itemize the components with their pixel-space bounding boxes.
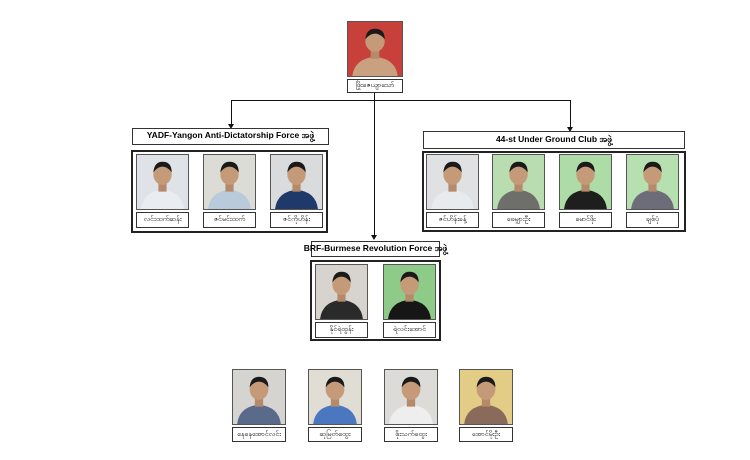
member-name-label: မောင်ဖိုး bbox=[559, 212, 612, 228]
member-name-label: ဆုမြတ်ထွေး bbox=[308, 427, 362, 442]
member-name-label: ဖေမျှားဦး bbox=[492, 212, 545, 228]
arrow-ugc bbox=[567, 127, 573, 132]
arrow-brf bbox=[371, 235, 377, 240]
other-member-card: နေနေအောင်လင်း bbox=[232, 369, 286, 442]
portrait-image bbox=[316, 265, 367, 319]
connector-left-down bbox=[231, 100, 232, 124]
portrait-image bbox=[384, 265, 435, 319]
portrait-image bbox=[348, 22, 402, 76]
portrait-image bbox=[427, 155, 478, 209]
portrait-image bbox=[309, 370, 361, 424]
other-member-card: ဆုမြတ်ထွေး bbox=[308, 369, 362, 442]
connector-center-down bbox=[374, 100, 375, 235]
member-photo bbox=[459, 369, 513, 425]
portrait-image bbox=[271, 155, 322, 209]
portrait-image bbox=[627, 155, 678, 209]
member-photo bbox=[136, 154, 189, 210]
other-member-card: ဖိုးသက်ထွေး bbox=[384, 369, 438, 442]
member-photo bbox=[203, 154, 256, 210]
leader-card: ဖြိုးဇေယျာသော် bbox=[347, 21, 403, 93]
leader-name-label: ဖြိုးဇေယျာသော် bbox=[347, 79, 403, 93]
member-card: ဖေမျှားဦး bbox=[492, 154, 545, 228]
member-photo bbox=[559, 154, 612, 210]
member-name-label: လင်းထက်ဆန်း bbox=[136, 212, 189, 228]
member-name-label: အောင်မိုးဦး bbox=[459, 427, 513, 442]
connector-right-down bbox=[570, 100, 571, 127]
member-name-label: ဇင်ကိုဟိန်း bbox=[270, 212, 323, 228]
member-photo bbox=[383, 264, 436, 320]
member-photo bbox=[270, 154, 323, 210]
member-card: လင်းထက်ဆန်း bbox=[136, 154, 189, 228]
other-member-card: အောင်မိုးဦး bbox=[459, 369, 513, 442]
member-photo bbox=[626, 154, 679, 210]
member-card: ဇင်ကိုဟိန်း bbox=[270, 154, 323, 228]
member-card: ချစ်ပုံ bbox=[626, 154, 679, 228]
member-photo bbox=[426, 154, 479, 210]
portrait-image bbox=[493, 155, 544, 209]
group-title-yadf: YADF-Yangon Anti-Dictatorship Force အဖွဲ… bbox=[132, 128, 329, 145]
group-title-brf: BRF-Burmese Revolution Force အဖွဲ့ bbox=[304, 241, 447, 257]
member-photo bbox=[492, 154, 545, 210]
portrait-image bbox=[233, 370, 285, 424]
portrait-image bbox=[560, 155, 611, 209]
member-photo bbox=[384, 369, 438, 425]
member-card: ဇင်မင်းထက် bbox=[203, 154, 256, 228]
group-title-ugc: 44-st Under Ground Club အဖွဲ့ bbox=[423, 131, 685, 149]
portrait-image bbox=[137, 155, 188, 209]
member-name-label: ဇင်ဟိန်းခန့် bbox=[426, 212, 479, 228]
member-card: မောင်ဖိုး bbox=[559, 154, 612, 228]
member-photo bbox=[315, 264, 368, 320]
member-card: ရဲလင်းအောင် bbox=[383, 264, 436, 338]
connector-horizontal bbox=[231, 100, 571, 101]
portrait-image bbox=[460, 370, 512, 424]
member-name-label: ရဲလင်းအောင် bbox=[383, 322, 436, 338]
member-photo bbox=[308, 369, 362, 425]
member-photo bbox=[232, 369, 286, 425]
member-name-label: နိုင်ရဲထွန်း bbox=[315, 322, 368, 338]
member-name-label: နေနေအောင်လင်း bbox=[232, 427, 286, 442]
portrait-image bbox=[204, 155, 255, 209]
member-card: နိုင်ရဲထွန်း bbox=[315, 264, 368, 338]
leader-photo bbox=[347, 21, 403, 77]
member-name-label: ဇင်မင်းထက် bbox=[203, 212, 256, 228]
arrow-yadf bbox=[228, 124, 234, 129]
member-card: ဇင်ဟိန်းခန့် bbox=[426, 154, 479, 228]
portrait-image bbox=[385, 370, 437, 424]
member-name-label: ဖိုးသက်ထွေး bbox=[384, 427, 438, 442]
member-name-label: ချစ်ပုံ bbox=[626, 212, 679, 228]
connector-leader-down bbox=[374, 93, 375, 100]
